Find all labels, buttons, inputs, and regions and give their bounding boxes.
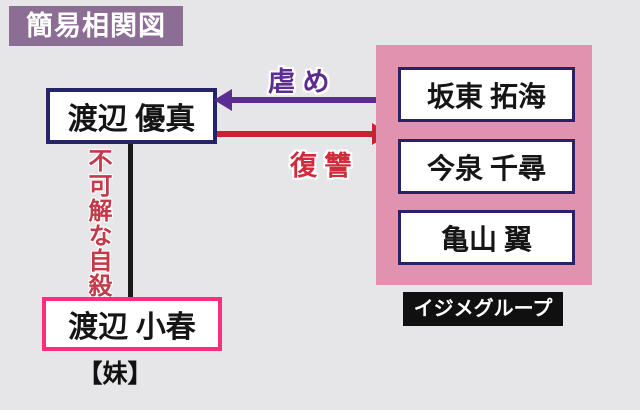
diagram-title: 簡易相関図 [9,6,183,46]
node-imaizumi-chihiro-label: 今泉 千尋 [426,153,546,185]
bullying-arrow-head-icon [214,89,232,111]
suicide-label: 不可解な自殺 [84,148,110,298]
sister-label: 【妹】 [77,361,153,388]
bullying-label: 虐 め [268,67,330,97]
node-bando-takumi: 坂東 拓海 [398,67,575,122]
node-imaizumi-chihiro: 今泉 千尋 [398,139,575,194]
node-watanabe-yuma: 渡辺 優真 [46,88,217,144]
bullying-arrow-line [228,97,388,103]
node-kameyama-tsubasa: 亀山 翼 [398,210,575,265]
bully-group-label: イジメグループ [403,292,563,326]
node-kameyama-tsubasa-label: 亀山 翼 [440,224,532,256]
node-watanabe-koharu-label: 渡辺 小春 [68,311,196,344]
revenge-arrow-line [217,131,374,137]
node-watanabe-koharu: 渡辺 小春 [42,297,222,351]
revenge-label: 復 讐 [290,151,352,181]
node-bando-takumi-label: 坂東 拓海 [426,81,546,113]
sibling-connector-line [128,144,133,297]
node-watanabe-yuma-label: 渡辺 優真 [67,103,196,136]
